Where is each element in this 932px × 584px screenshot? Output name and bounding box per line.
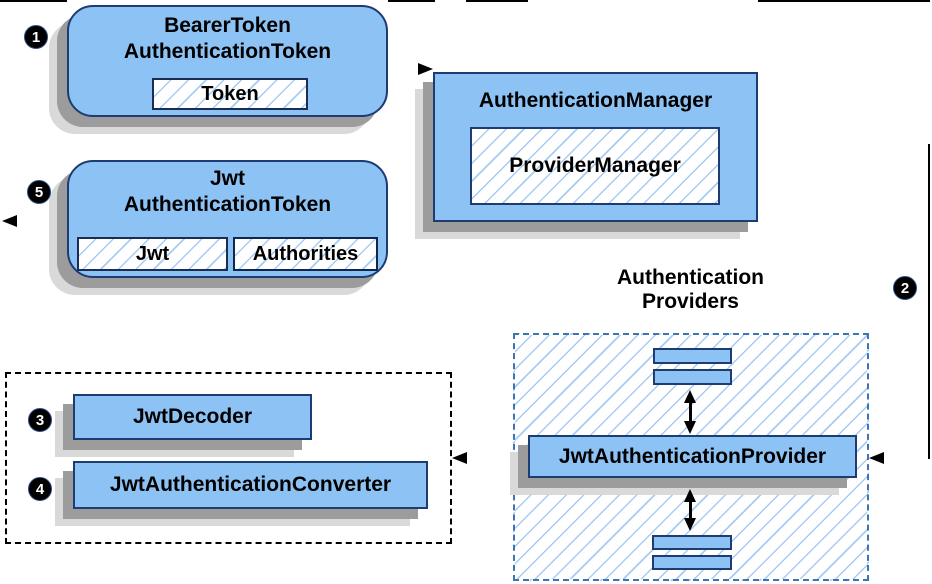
step-badge-4: 4 bbox=[28, 477, 52, 501]
double-arrow-shaft bbox=[689, 399, 692, 423]
provider-manager-label: ProviderManager bbox=[509, 154, 681, 177]
outgoing-response-arrowhead-icon bbox=[2, 215, 17, 227]
authorities-field-box: Authorities bbox=[233, 237, 378, 271]
double-arrow-shaft bbox=[689, 501, 692, 523]
manager-to-provider-line-right bbox=[928, 144, 930, 459]
manager-to-provider-arrowhead-icon bbox=[869, 452, 884, 464]
provider-placeholder-bar bbox=[653, 348, 732, 364]
jwt-decoder-box: JwtDecoder bbox=[73, 394, 312, 440]
step-badge-3: 3 bbox=[28, 408, 52, 432]
jwt-decoder-label: JwtDecoder bbox=[132, 405, 253, 428]
double-arrow-up-icon bbox=[684, 489, 696, 502]
provider-placeholder-bar bbox=[653, 369, 732, 385]
bearer-token-title-line1: BearerToken bbox=[164, 14, 291, 37]
authentication-providers-label-line2: Providers bbox=[642, 290, 739, 313]
authorities-field-label: Authorities bbox=[252, 242, 359, 265]
token-field-label: Token bbox=[201, 82, 259, 105]
jwt-token-title: Jwt AuthenticationToken bbox=[69, 162, 386, 218]
manager-to-provider-line-top bbox=[758, 0, 930, 2]
authentication-manager-box: AuthenticationManager ProviderManager bbox=[433, 72, 758, 222]
manager-to-jwttoken-line bbox=[388, 0, 435, 2]
bearer-to-manager-arrowhead-icon bbox=[418, 63, 433, 75]
manager-to-provider-line-bottom bbox=[884, 0, 930, 2]
bearer-token-title-line2: AuthenticationToken bbox=[123, 40, 332, 63]
jwt-token-title-line1: Jwt bbox=[209, 167, 245, 190]
double-arrow-up-icon bbox=[684, 390, 696, 403]
step-badge-5: 5 bbox=[27, 180, 51, 204]
step-badge-2: 2 bbox=[893, 276, 917, 300]
bearer-token-title: BearerToken AuthenticationToken bbox=[69, 7, 386, 65]
provider-placeholder-bar bbox=[652, 555, 732, 570]
authentication-providers-group: JwtAuthenticationProvider bbox=[513, 333, 869, 581]
jwt-authentication-converter-box: JwtAuthenticationConverter bbox=[73, 461, 428, 509]
authentication-manager-title: AuthenticationManager bbox=[478, 89, 713, 112]
jwt-authentication-converter-label: JwtAuthenticationConverter bbox=[109, 473, 392, 496]
step-badge-1: 1 bbox=[24, 25, 48, 49]
provider-to-decoder-arrowhead-icon bbox=[452, 452, 467, 464]
outgoing-response-line bbox=[15, 0, 67, 2]
jwt-decoder-converter-group: JwtDecoder JwtAuthenticationConverter bbox=[5, 372, 452, 544]
provider-manager-box: ProviderManager bbox=[470, 127, 720, 205]
bearer-token-authentication-token-box: BearerToken AuthenticationToken Token bbox=[67, 5, 388, 117]
jwt-authentication-token-box: Jwt AuthenticationToken Jwt Authorities bbox=[67, 160, 388, 278]
jwt-field-box: Jwt bbox=[77, 237, 228, 271]
jwt-token-title-line2: AuthenticationToken bbox=[123, 193, 332, 216]
token-field-box: Token bbox=[152, 78, 308, 110]
authentication-providers-label-line1: Authentication bbox=[617, 266, 764, 289]
provider-placeholder-bar bbox=[652, 535, 732, 550]
provider-to-decoder-line bbox=[466, 0, 528, 2]
jwt-authentication-provider-box: JwtAuthenticationProvider bbox=[528, 435, 857, 478]
jwt-authentication-provider-label: JwtAuthenticationProvider bbox=[558, 444, 827, 468]
jwt-field-label: Jwt bbox=[135, 242, 170, 265]
double-arrow-down-icon bbox=[684, 518, 696, 531]
authentication-providers-label: Authentication Providers bbox=[558, 266, 823, 314]
double-arrow-down-icon bbox=[684, 421, 696, 434]
